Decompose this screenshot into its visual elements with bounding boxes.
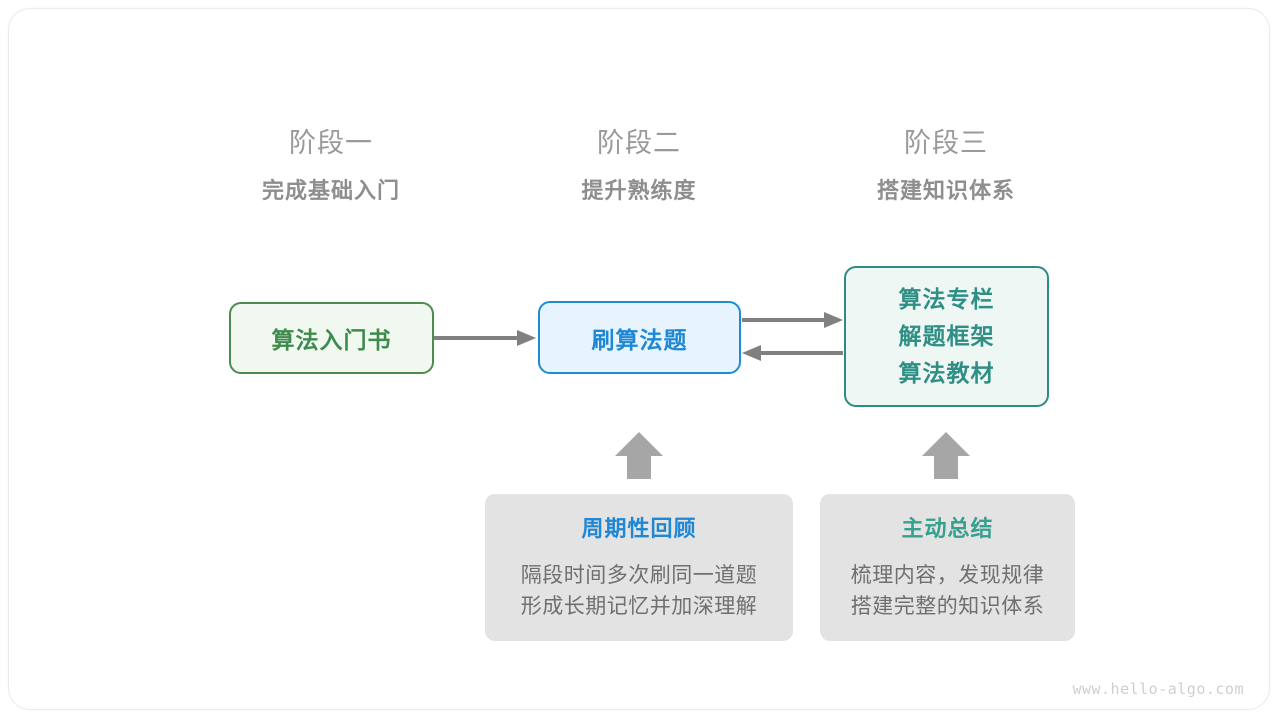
card-active-summary-body: 梳理内容，发现规律 搭建完整的知识体系 (820, 560, 1075, 622)
stage-1-title: 阶段一 (289, 128, 373, 158)
node-resources-line-2: 解题框架 (898, 323, 995, 349)
stage-3-title: 阶段三 (904, 128, 988, 158)
card-periodic-review-title: 周期性回顾 (581, 516, 697, 541)
card-periodic-review[interactable]: 周期性回顾 隔段时间多次刷同一道题 形成长期记忆并加深理解 (485, 494, 793, 641)
stage-3-subtitle: 搭建知识体系 (876, 178, 1015, 203)
stage-1-subtitle: 完成基础入门 (261, 178, 400, 203)
stage-column-2: 阶段二 提升熟练度 (519, 126, 759, 206)
node-practice-problems-label: 刷算法题 (591, 326, 688, 353)
card-active-summary-body-line-2: 搭建完整的知识体系 (850, 595, 1045, 618)
card-periodic-review-body-line-1: 隔段时间多次刷同一道题 (520, 564, 758, 587)
node-resources-line-1: 算法专栏 (898, 286, 995, 312)
card-active-summary[interactable]: 主动总结 梳理内容，发现规律 搭建完整的知识体系 (820, 494, 1075, 641)
node-practice-problems[interactable]: 刷算法题 (538, 301, 741, 374)
node-resources-line-3: 算法教材 (898, 360, 995, 386)
card-periodic-review-body: 隔段时间多次刷同一道题 形成长期记忆并加深理解 (485, 560, 793, 622)
stage-2-title: 阶段二 (597, 128, 681, 158)
stage-column-3: 阶段三 搭建知识体系 (826, 126, 1066, 206)
watermark: www.hello-algo.com (1072, 680, 1244, 698)
stage-2-subtitle: 提升熟练度 (581, 178, 697, 203)
card-periodic-review-body-line-2: 形成长期记忆并加深理解 (520, 595, 758, 618)
card-active-summary-title: 主动总结 (901, 516, 994, 541)
card-active-summary-body-line-1: 梳理内容，发现规律 (850, 564, 1045, 587)
node-algorithm-book-label: 算法入门书 (271, 327, 392, 353)
node-learning-resources[interactable]: 算法专栏 解题框架 算法教材 (844, 266, 1049, 407)
stage-column-1: 阶段一 完成基础入门 (211, 126, 451, 206)
node-algorithm-book[interactable]: 算法入门书 (229, 302, 434, 374)
